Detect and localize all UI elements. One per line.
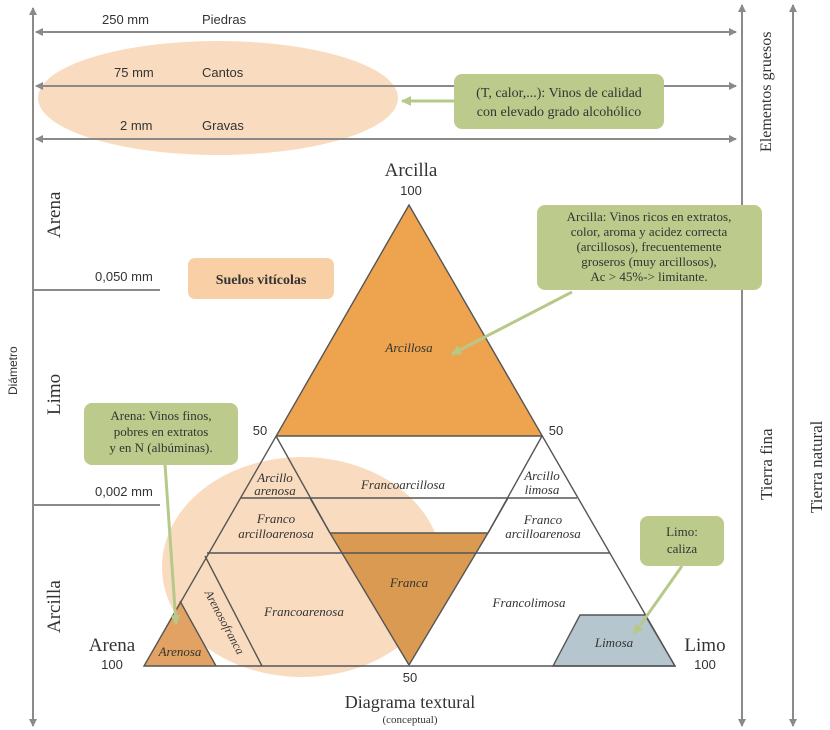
callout-arcilla-line1: Arcilla: Vinos ricos en extratos,: [567, 209, 732, 224]
label-arcillosa: Arcillosa: [384, 340, 433, 355]
region-franca: [330, 533, 488, 665]
callout-arena-line2: pobres en extratos: [114, 424, 209, 439]
suelos-viticolas-label: Suelos vitícolas: [216, 273, 307, 288]
vertex-limo-name: Limo: [684, 635, 725, 656]
callout-calidad-line1: (T, calor,...): Vinos de calidad: [476, 86, 642, 101]
mid-left-50: 50: [253, 423, 267, 438]
vertex-limo-value: 100: [694, 657, 716, 672]
label-arcillo-limosa-1: Arcillo: [523, 468, 560, 483]
label-franca: Franca: [389, 575, 429, 590]
gravel-ellipse: [38, 41, 398, 155]
callout-box-calidad: [454, 74, 664, 129]
label-arcillo-limosa-2: limosa: [525, 482, 560, 497]
mid-bottom-50: 50: [403, 670, 417, 685]
label-arcillo-arenosa-2: arenosa: [254, 483, 296, 498]
label-arenosa: Arenosa: [158, 644, 202, 659]
callout-calidad-line2: con elevado grado alcohólico: [477, 105, 641, 120]
label-francoarenosa: Francoarenosa: [263, 604, 344, 619]
label-francolimosa: Francolimosa: [492, 595, 566, 610]
callout-box-limo: [640, 516, 724, 566]
mid-right-50: 50: [549, 423, 563, 438]
texture-triangle: [142, 203, 677, 667]
size-name-gravas: Gravas: [202, 118, 244, 133]
callout-arrow-limo: [632, 565, 684, 635]
threshold-label-050: 0,050 mm: [95, 269, 153, 284]
callout-arcilla-line3: (arcillosos), frecuentemente: [576, 239, 721, 254]
right-label-tierra-natural: Tierra natural: [807, 420, 826, 513]
threshold-label-002: 0,002 mm: [95, 484, 153, 499]
label-franco-arcillolimosa-2: arcilloarenosa: [505, 526, 581, 541]
label-francoarcillosa: Francoarcillosa: [360, 477, 446, 492]
callout-arcilla-line2: color, aroma y acidez correcta: [571, 224, 728, 239]
vertex-arena-value: 100: [101, 657, 123, 672]
left-label-diametro: Diámetro: [6, 346, 20, 395]
label-franco-arcillolimosa-1: Franco: [523, 512, 563, 527]
label-arcillo-arenosa-1: Arcillo: [256, 470, 293, 485]
vertex-arcilla-name: Arcilla: [385, 160, 438, 181]
diagram-title: Diagrama textural: [345, 692, 475, 712]
left-label-limo: Limo: [44, 374, 65, 415]
size-value-piedras: 250 mm: [102, 12, 149, 27]
vertex-arena-name: Arena: [89, 635, 136, 656]
callout-arrow-arcilla: [451, 290, 573, 356]
size-value-cantos: 75 mm: [114, 65, 154, 80]
label-limosa: Limosa: [594, 635, 634, 650]
callout-arcilla-line5: Ac > 45%-> limitante.: [590, 269, 707, 284]
callout-box-arena: [84, 403, 238, 465]
diagram-subtitle: (conceptual): [383, 714, 438, 726]
size-name-piedras: Piedras: [202, 12, 247, 27]
right-label-tierra-fina: Tierra fina: [757, 428, 776, 500]
region-arcillosa: [276, 205, 542, 436]
right-label-elementos-gruesos: Elementos gruesos: [758, 32, 775, 152]
region-limosa: [553, 615, 675, 666]
left-label-arena: Arena: [44, 191, 65, 238]
vertex-arcilla-value: 100: [400, 183, 422, 198]
label-franco-arcilloarenosa-2: arcilloarenosa: [238, 526, 314, 541]
left-label-arcilla: Arcilla: [44, 580, 65, 633]
callout-arrow-arena: [163, 463, 181, 625]
region-arenosa: [144, 601, 216, 666]
callout-box-arcilla: [537, 205, 762, 290]
label-franco-arcilloarenosa-1: Franco: [256, 511, 296, 526]
callout-arena-line3: y en N (albúminas).: [109, 440, 212, 455]
suelos-viticolas-badge: [188, 258, 334, 299]
callout-limo-line1: Limo:: [666, 524, 698, 539]
size-name-cantos: Cantos: [202, 65, 244, 80]
size-value-gravas: 2 mm: [120, 118, 153, 133]
callout-arena-line1: Arena: Vinos finos,: [110, 408, 211, 423]
callout-arcilla-line4: groseros (muy arcillosos),: [581, 254, 716, 269]
callout-limo-line2: caliza: [667, 541, 698, 556]
